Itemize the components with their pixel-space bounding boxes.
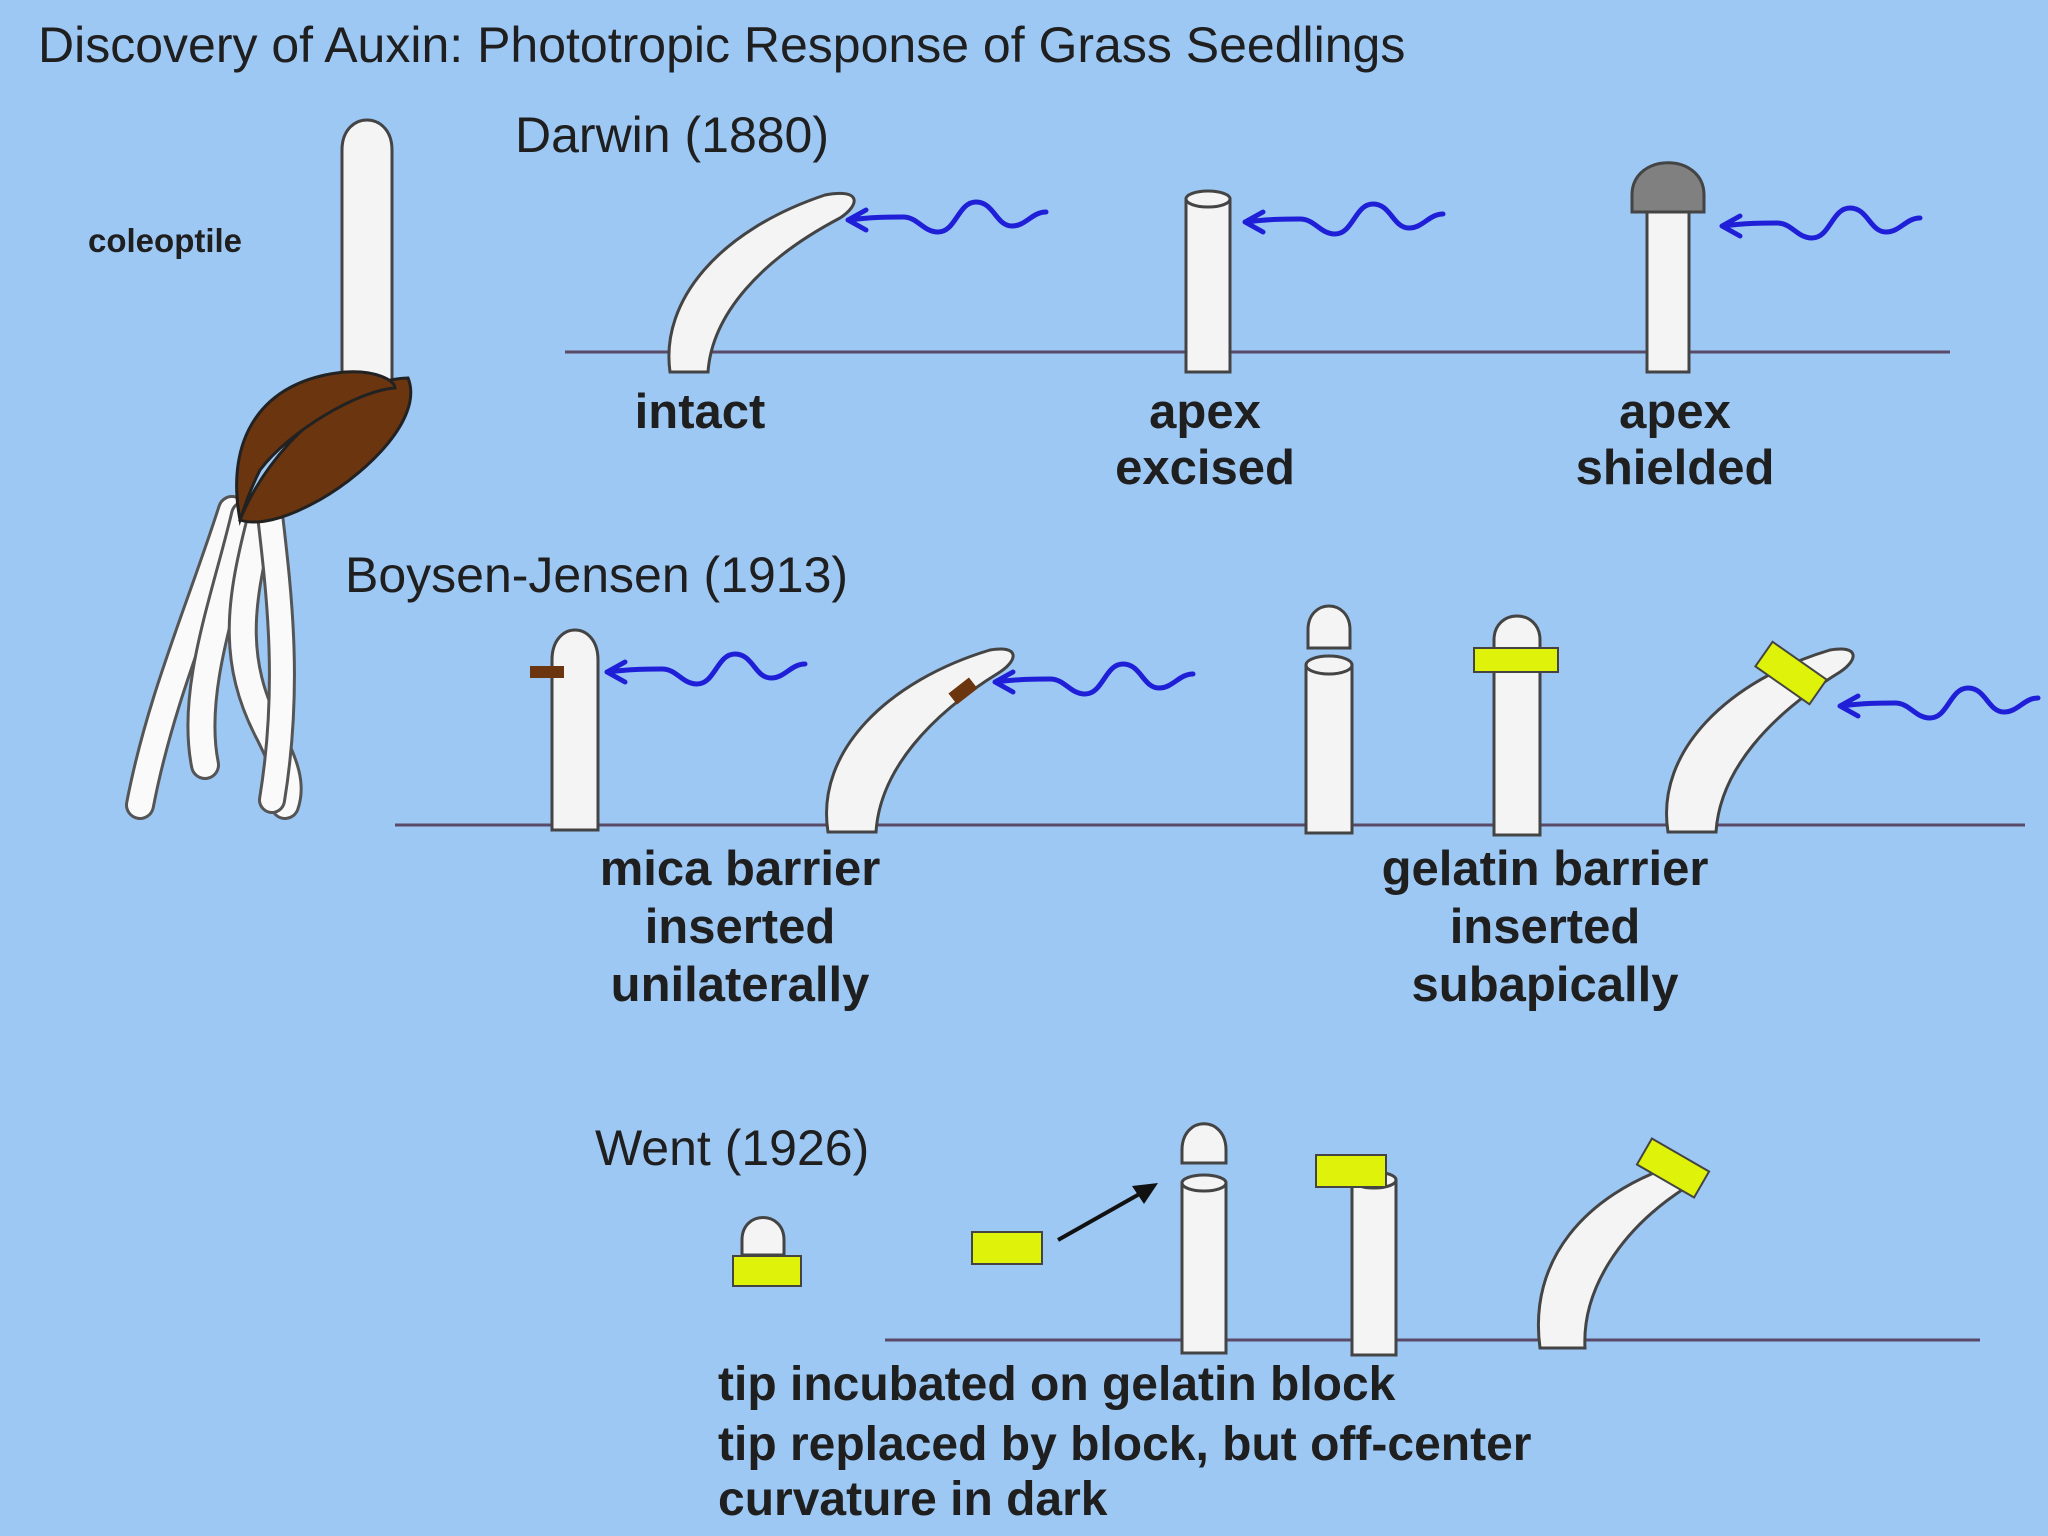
light-arrow <box>1245 204 1443 234</box>
light-arrow <box>995 664 1193 694</box>
label-line: inserted <box>645 900 836 954</box>
light-arrow <box>1840 688 2038 718</box>
cut-surface <box>1304 654 1354 676</box>
label-line: apex <box>1149 385 1261 439</box>
coleoptile-label: coleoptile <box>88 222 242 259</box>
gelatin-block <box>971 1231 1043 1265</box>
label-line: gelatin barrier <box>1382 842 1709 896</box>
tip-on-block <box>740 1216 786 1257</box>
gelatin-barrier <box>1473 647 1559 673</box>
excised-coleoptile <box>1184 197 1232 374</box>
boysen-jensen-heading: Boysen-Jensen (1913) <box>345 547 848 603</box>
curved-gelatin-block <box>1635 1137 1711 1199</box>
went-line: tip replaced by block, but off-center <box>718 1418 1531 1471</box>
gelatin-label: gelatin barrier inserted subapically <box>1382 842 1709 1012</box>
mica-barrier <box>530 666 564 678</box>
offcenter-gelatin-block <box>1315 1154 1387 1188</box>
excised-cut-surface <box>1184 189 1232 209</box>
mica-barrier <box>948 677 978 705</box>
label-line: shielded <box>1576 441 1775 495</box>
coleoptile-shoot <box>340 118 394 397</box>
gelatin-barrier <box>1753 640 1829 706</box>
went-line: curvature in dark <box>718 1473 1108 1526</box>
label-line: excised <box>1115 441 1295 495</box>
went-separated-tip <box>1180 1122 1228 1165</box>
seed <box>235 370 397 526</box>
dark-curved-coleoptile <box>1537 1162 1700 1350</box>
page-title: Discovery of Auxin: Phototropic Response… <box>38 17 1405 73</box>
label-line: mica barrier <box>600 842 881 896</box>
label-line: inserted <box>1450 900 1641 954</box>
label-line: apex <box>1619 385 1731 439</box>
placement-arrow <box>1057 1186 1151 1242</box>
darwin-label-excised: apex excised <box>1115 385 1295 495</box>
went-heading: Went (1926) <box>595 1120 869 1176</box>
shielded-coleoptile <box>1645 208 1691 374</box>
gelatin-block <box>732 1255 802 1287</box>
intact-coleoptile <box>667 192 856 374</box>
mica-bent-coleoptile <box>825 647 1015 834</box>
darwin-label-intact: intact <box>635 385 766 439</box>
light-arrow <box>848 202 1046 232</box>
label-line: unilaterally <box>611 958 870 1012</box>
root <box>128 498 244 817</box>
cut-surface <box>1180 1173 1228 1193</box>
label-line: subapically <box>1412 958 1679 1012</box>
light-arrow <box>1722 208 1920 238</box>
arrowhead <box>1132 1183 1158 1204</box>
opaque-cap <box>1630 161 1706 214</box>
offcenter-coleoptile <box>1350 1178 1398 1357</box>
root <box>189 503 257 777</box>
root <box>259 504 293 811</box>
mica-label: mica barrier inserted unilaterally <box>600 842 881 1012</box>
went-line: tip incubated on gelatin block <box>718 1358 1396 1411</box>
gelatin-bent-coleoptile <box>1665 647 1855 834</box>
seedling-illustration <box>125 118 413 820</box>
label-line: intact <box>635 385 766 439</box>
darwin-label-shielded: apex shielded <box>1576 385 1775 495</box>
went-decapitated-coleoptile <box>1180 1181 1228 1355</box>
mica-coleoptile <box>550 628 600 832</box>
decapitated-coleoptile <box>1304 663 1354 835</box>
separated-tip <box>1306 604 1352 650</box>
darwin-heading: Darwin (1880) <box>515 107 829 163</box>
went-description: tip incubated on gelatin block tip repla… <box>718 1358 1531 1526</box>
light-arrow <box>607 654 805 684</box>
